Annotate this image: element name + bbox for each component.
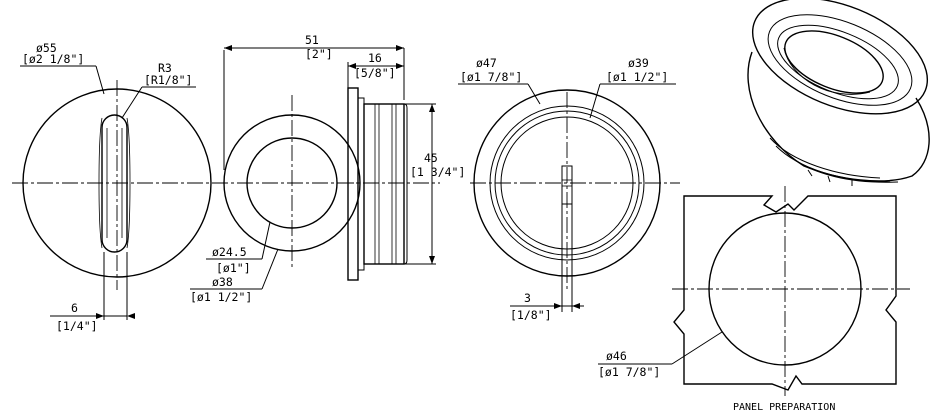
rear-slot-mm: 3 <box>524 291 531 305</box>
side-length-mm: 51 <box>305 33 319 47</box>
front-radius-in: [R1/8"] <box>144 73 192 87</box>
rear-view: ø47 [ø1 7/8"] ø39 [ø1 1/2"] 3 [1/8"] <box>458 56 680 322</box>
panel-preparation-caption: PANEL PREPARATION <box>733 402 835 413</box>
isometric-view <box>747 0 930 186</box>
front-diameter-mm: ø55 <box>36 41 57 55</box>
front-view: ø55 [ø2 1/8"] R3 [R1/8"] 6 [1/4"] <box>12 41 222 333</box>
side-flange-in: [5/8"] <box>354 66 396 80</box>
side-inner-dia-mm: ø24.5 <box>212 245 247 259</box>
panel-cutout-dia-mm: ø46 <box>606 349 627 363</box>
grip-slot <box>101 114 128 253</box>
rear-outer-dia-mm: ø47 <box>476 56 497 70</box>
panel-outline <box>673 195 897 391</box>
panel-cutout-dia-in: [ø1 7/8"] <box>598 365 660 379</box>
rear-slot-in: [1/8"] <box>510 308 552 322</box>
side-outer-dia-mm: ø38 <box>212 275 233 289</box>
side-inner-dia-in: [ø1"] <box>216 261 251 275</box>
rear-inner-dia-mm: ø39 <box>628 56 649 70</box>
side-flange-mm: 16 <box>368 51 382 65</box>
side-length-in: [2"] <box>305 47 333 61</box>
front-diameter-in: [ø2 1/8"] <box>22 52 84 66</box>
side-height-mm: 45 <box>424 151 438 165</box>
front-width-mm: 6 <box>71 301 78 315</box>
iso-grip-opening <box>784 30 884 94</box>
front-radius-mm: R3 <box>158 61 172 75</box>
rear-inner-dia-in: [ø1 1/2"] <box>606 70 668 84</box>
iso-outer-rim <box>751 0 929 115</box>
front-width-in: [1/4"] <box>56 319 98 333</box>
side-height-in: [1 3/4"] <box>410 165 465 179</box>
rear-outer-dia-in: [ø1 7/8"] <box>460 70 522 84</box>
flange <box>347 87 359 281</box>
panel-preparation-view: ø46 [ø1 7/8"] PANEL PREPARATION <box>598 186 910 413</box>
plug-body <box>363 103 405 265</box>
side-view: 51 [2"] 16 [5/8"] 45 [1 3/4"] ø24.5 [ø1"… <box>190 33 465 304</box>
side-outer-dia-in: [ø1 1/2"] <box>190 290 252 304</box>
